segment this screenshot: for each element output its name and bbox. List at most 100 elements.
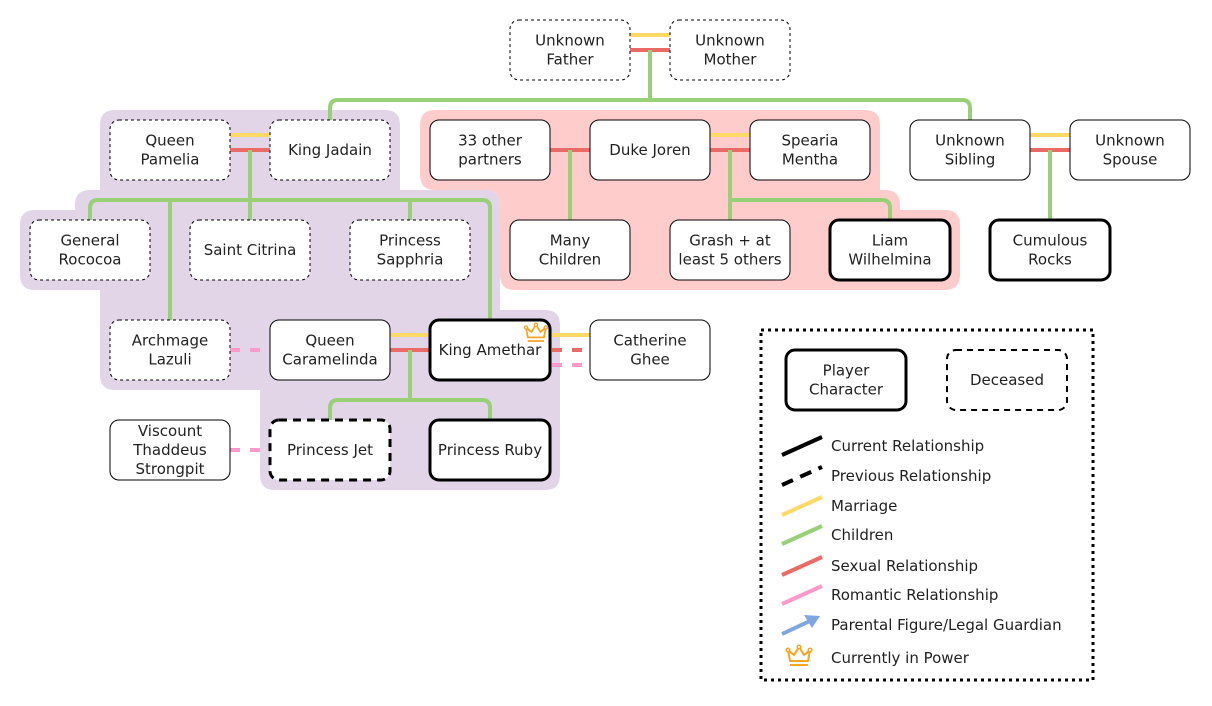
person-node-princess-ruby[interactable]: Princess Ruby <box>428 418 552 482</box>
node-label-line: Rocks <box>1028 251 1072 269</box>
arrow-icon <box>781 618 813 636</box>
legend-label: Marriage <box>831 497 897 515</box>
node-label-line: Sapphria <box>377 251 444 269</box>
person-box <box>109 319 231 381</box>
node-label-line: Princess Ruby <box>438 441 542 459</box>
legend-frame <box>759 328 1095 682</box>
children-line <box>730 198 892 220</box>
children-line <box>328 98 972 120</box>
person-node-princess-jet[interactable]: Princess Jet <box>268 418 392 482</box>
node-label-line: King Amethar <box>439 341 542 359</box>
node-label-line: Strongpit <box>135 460 204 478</box>
legend-label: Previous Relationship <box>831 467 991 485</box>
person-node-king-amethar[interactable]: King Amethar <box>428 318 552 382</box>
person-box <box>589 319 711 381</box>
person-box <box>988 218 1112 282</box>
node-label-line: Queen <box>305 332 354 350</box>
legend-label: Parental Figure/Legal Guardian <box>831 616 1062 634</box>
dashed-line-swatch <box>781 465 823 487</box>
solid-line-swatch <box>781 435 823 457</box>
node-label-line: Thaddeus <box>132 441 207 459</box>
node-label-line: Princess <box>379 232 441 250</box>
node-label-line: Queen <box>145 132 194 150</box>
legend-item-romantic: Romantic Relationship <box>781 584 998 606</box>
person-box <box>669 219 791 281</box>
crown-icon <box>523 322 549 342</box>
node-label-line: Sibling <box>945 151 996 169</box>
node-label-line: Archmage <box>132 332 208 350</box>
legend-label: Sexual Relationship <box>831 557 978 575</box>
legend-label: Currently in Power <box>831 649 970 667</box>
legend-label: Romantic Relationship <box>831 586 998 604</box>
person-box <box>509 19 631 81</box>
royal-family-group-bg <box>20 110 560 490</box>
person-box <box>428 318 552 382</box>
person-box <box>428 418 552 482</box>
romantic-line-swatch <box>781 584 823 606</box>
node-label-line: Wilhelmina <box>848 251 931 269</box>
node-label-line: Grash + at <box>689 232 771 250</box>
node-label-line: Player <box>823 362 871 380</box>
node-label-line: Father <box>546 51 594 69</box>
node-label-line: partners <box>458 151 522 169</box>
person-node-king-jadain[interactable]: King Jadain <box>269 119 391 181</box>
legend-deceased: Deceased <box>946 349 1068 411</box>
children-line <box>328 398 492 420</box>
node-label-line: Rococoa <box>59 251 122 269</box>
node-label-line: Cumulous <box>1013 232 1088 250</box>
node-label-line: Lazuli <box>148 351 191 369</box>
legend-item-sexual: Sexual Relationship <box>781 555 978 577</box>
person-box <box>109 119 231 181</box>
node-label-line: Unknown <box>535 32 605 50</box>
sexual-line-swatch <box>781 555 823 577</box>
node-label-line: Unknown <box>1095 132 1165 150</box>
person-box <box>509 219 631 281</box>
person-node-saint-citrina[interactable]: Saint Citrina <box>189 219 311 281</box>
person-box <box>109 419 231 481</box>
node-label-line: Mentha <box>782 151 838 169</box>
node-label-line: General <box>60 232 119 250</box>
children-line <box>88 198 492 320</box>
legend-item-marriage: Marriage <box>781 495 897 517</box>
person-node-duke-joren[interactable]: Duke Joren <box>589 119 711 181</box>
arrow-head <box>804 615 820 628</box>
node-label-line: King Jadain <box>288 141 372 159</box>
node-label-line: Catherine <box>613 332 686 350</box>
node-label-line: Character <box>809 381 884 399</box>
person-box <box>828 218 952 282</box>
legend-item-solid-black: Current Relationship <box>781 435 984 457</box>
person-box <box>749 119 871 181</box>
person-box <box>269 119 391 181</box>
node-label-line: Caramelinda <box>282 351 377 369</box>
legend-item-crown: Currently in Power <box>785 644 970 667</box>
node-label-line: least 5 others <box>678 251 781 269</box>
node-label-line: Saint Citrina <box>204 241 297 259</box>
legend-item-children: Children <box>781 524 893 546</box>
node-label-line: Viscount <box>138 422 202 440</box>
marriage-line-swatch <box>781 495 823 517</box>
node-label-line: Duke Joren <box>609 141 690 159</box>
person-box <box>1069 119 1191 181</box>
node-label-line: Unknown <box>695 32 765 50</box>
